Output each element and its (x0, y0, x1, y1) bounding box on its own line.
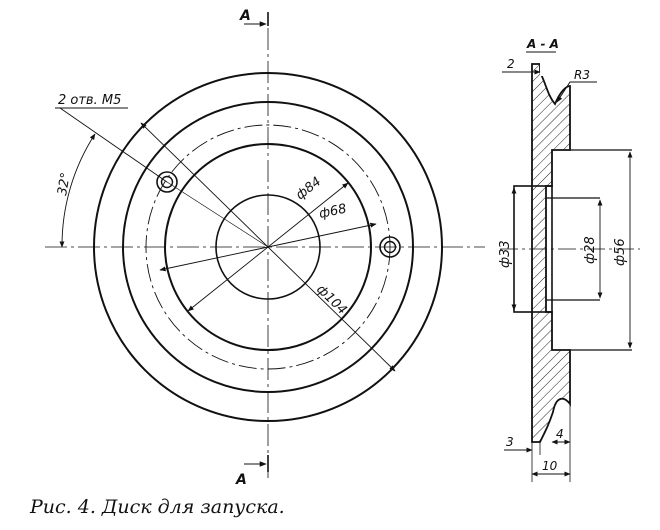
section-mark-bottom (244, 455, 269, 472)
section-body-hatch (531, 63, 571, 443)
section-view (500, 51, 640, 482)
d104-label: ф104 (313, 282, 349, 318)
section-relief-top (540, 62, 550, 76)
d28-label: ф28 (583, 236, 598, 264)
holes-label: 2 отв. М5 (58, 93, 121, 108)
section-title: A - A (526, 37, 559, 51)
d56-label: ф56 (613, 238, 628, 266)
d104-dimension-line (140, 122, 396, 372)
dim4-label: 4 (556, 427, 564, 441)
d68-label: ф68 (318, 201, 348, 221)
dim2-label: 2 (507, 57, 515, 71)
front-view (45, 12, 485, 478)
section-label-bottom: A (235, 472, 247, 488)
r3-label: R3 (574, 68, 590, 82)
dim10-label: 10 (542, 459, 558, 473)
angle-label: 32° (55, 171, 74, 196)
section-mark-top (244, 12, 269, 27)
angle-arc (59, 133, 96, 248)
d84-label: ф84 (293, 174, 324, 203)
section-label-top: A (239, 8, 251, 24)
d33-label: ф33 (498, 240, 513, 268)
figure-caption: Рис. 4. Диск для запуска. (30, 496, 285, 518)
r3-leader (556, 81, 597, 103)
groove-circle (122, 101, 414, 393)
dim3-label: 3 (506, 435, 514, 449)
